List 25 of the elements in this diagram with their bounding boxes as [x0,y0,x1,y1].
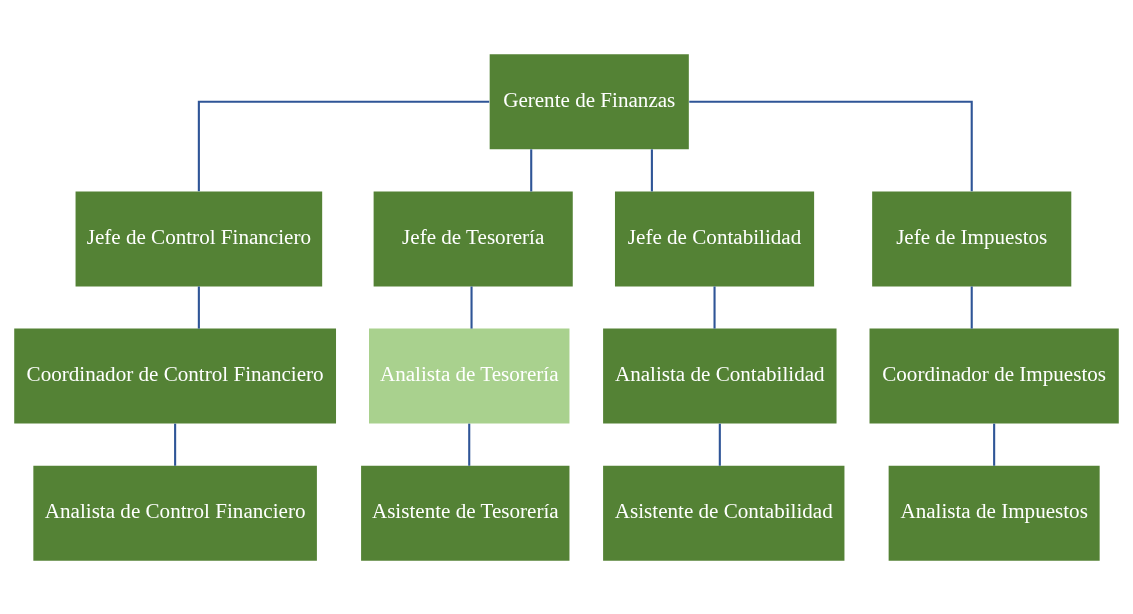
node-box: Jefe de Contabilidad [614,190,815,286]
node-box: Coordinador de Impuestos [869,328,1119,424]
node-box: Coordinador de Control Financiero [14,328,337,424]
connector [993,423,996,466]
node-box: Jefe de Control Financiero [75,190,323,286]
connector [650,148,653,191]
node-box: Analista de Contabilidad [603,328,837,424]
connector [718,423,721,466]
node-box: Jefe de Impuestos [872,190,1072,286]
connector [470,286,473,329]
node-box: Analista de Impuestos [888,465,1100,561]
connector [197,286,200,329]
node-box: Analista de Tesorería [369,328,570,424]
node-box: Jefe de Tesorería [373,190,573,286]
node-box: Gerente de Finanzas [489,53,689,149]
connector [197,100,490,191]
connector [468,423,471,466]
node-box: Analista de Control Financiero [33,465,317,561]
connector [970,286,973,329]
node-box: Asistente de Tesorería [361,465,570,561]
connector [174,423,177,466]
node-box: Asistente de Contabilidad [603,465,845,561]
connector [689,100,973,191]
connector [713,286,716,329]
connector [530,148,533,191]
